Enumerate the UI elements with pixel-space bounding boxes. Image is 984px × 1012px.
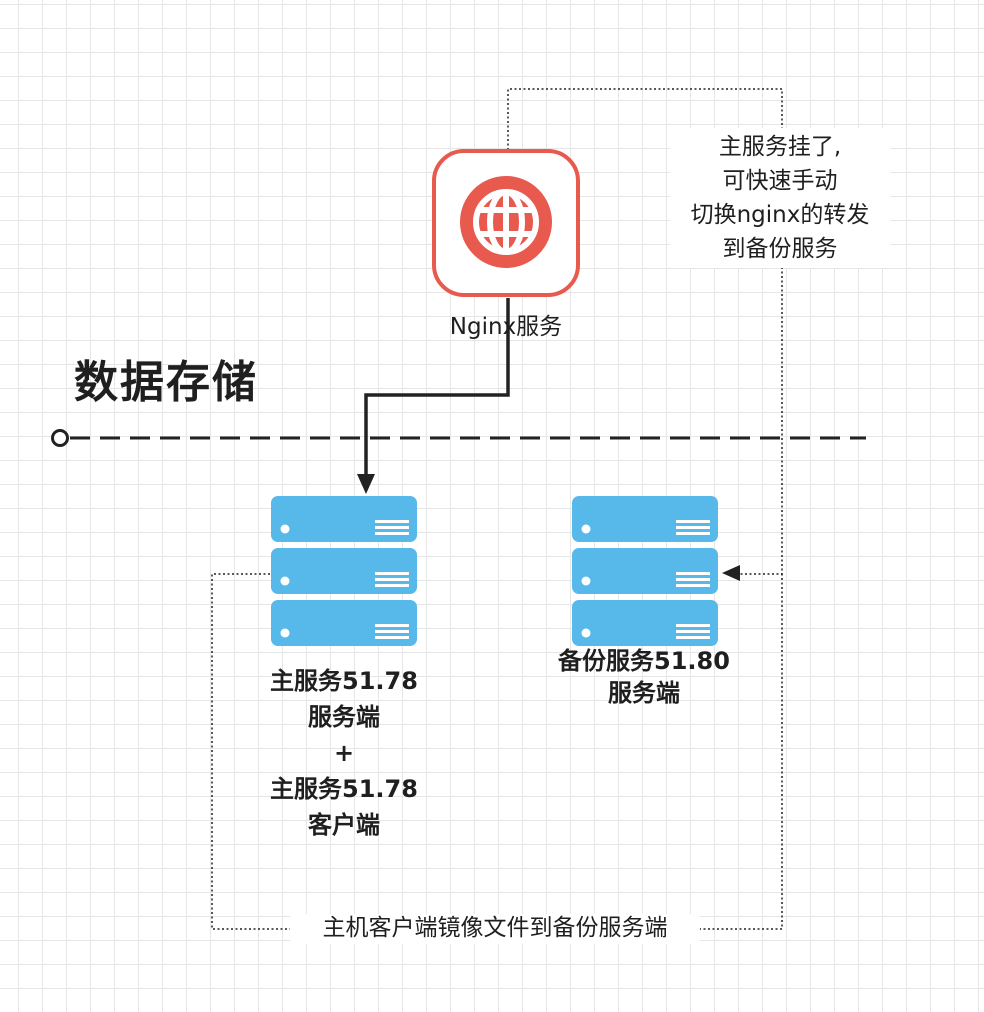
primary-server-icon	[271, 496, 417, 646]
backup-server-icon	[572, 496, 718, 646]
primary-server-line: 主服务51.78	[270, 775, 418, 803]
backup-server-line: 备份服务51.80	[558, 647, 730, 675]
primary-server-label: 主服务51.78 服务端 + 主服务51.78 客户端	[234, 663, 454, 843]
failover-connector	[507, 88, 783, 575]
nginx-to-primary-arrow	[364, 298, 510, 478]
nginx-label: Nginx服务	[449, 314, 563, 340]
primary-server-line: 客户端	[308, 811, 380, 839]
section-divider	[51, 429, 866, 447]
primary-server-line: +	[333, 739, 355, 767]
backup-server-label: 备份服务51.80 服务端	[534, 645, 754, 709]
primary-server-line: 主服务51.78	[270, 667, 418, 695]
nginx-node	[432, 149, 580, 297]
failover-arrowhead	[722, 565, 740, 581]
primary-server-line: 服务端	[308, 703, 380, 731]
mirror-link-label: 主机客户端镜像文件到备份服务端	[290, 914, 700, 944]
failover-note-line: 可快速手动	[722, 168, 838, 194]
backup-server-line: 服务端	[608, 679, 680, 707]
globe-icon	[460, 176, 552, 268]
failover-note-line: 到备份服务	[722, 236, 838, 262]
section-title: 数据存储	[74, 357, 258, 408]
failover-note-line: 切换nginx的转发	[690, 202, 870, 228]
nginx-to-primary-arrowhead	[357, 474, 375, 494]
failover-note: 主服务挂了, 可快速手动 切换nginx的转发 到备份服务	[670, 128, 890, 268]
failover-note-line: 主服务挂了,	[718, 134, 842, 160]
